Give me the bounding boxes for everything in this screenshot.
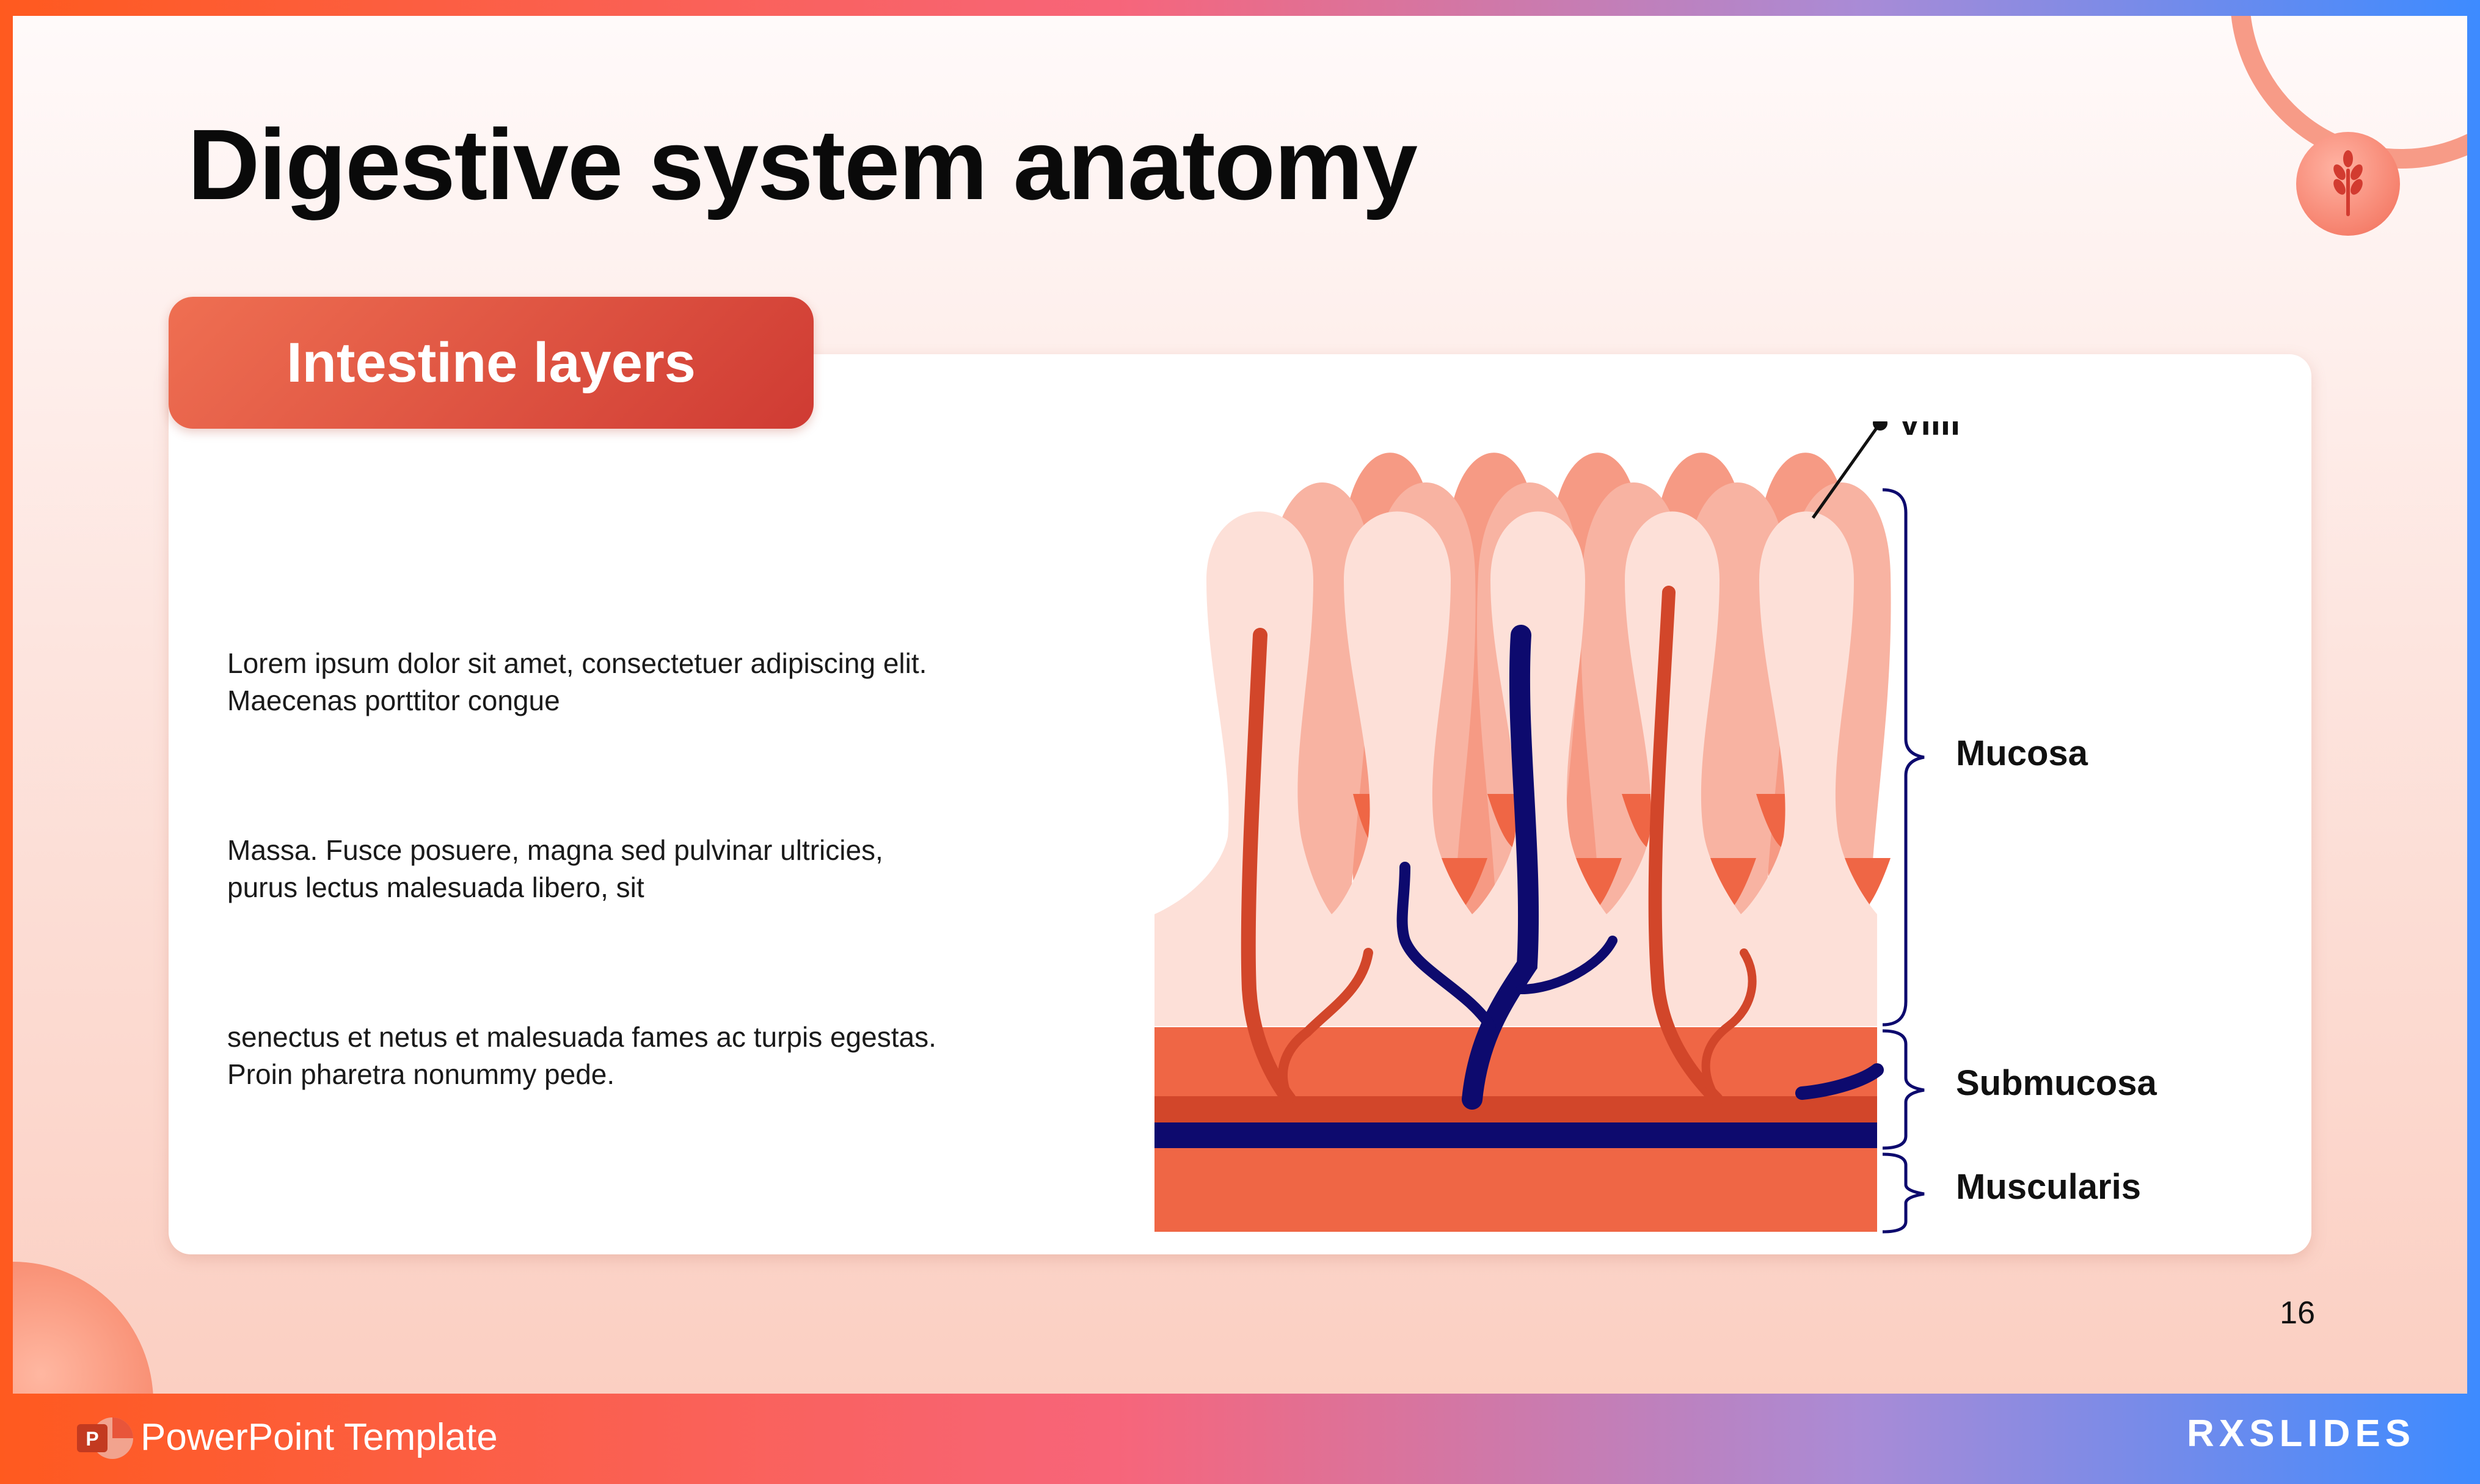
label-muscularis: Muscularis (1956, 1167, 2141, 1207)
intestine-layers-diagram: Villi Mucosa Submucosa Muscularis (1154, 421, 2157, 1234)
section-label-pill: Intestine layers (169, 297, 814, 429)
layer-brackets (1882, 488, 1925, 1234)
muscularis-layer (1154, 1148, 1877, 1232)
label-villi: Villi (1898, 421, 1960, 443)
villi-pointer-line (1811, 424, 1880, 519)
powerpoint-icon: P (77, 1417, 133, 1459)
paragraph-1: Lorem ipsum dolor sit amet, consectetuer… (227, 647, 927, 716)
veins (1396, 625, 1884, 1110)
paragraph-2: Massa. Fusce posuere, magna sed pulvinar… (227, 834, 883, 903)
wheat-icon (2296, 132, 2400, 236)
page-title: Digestive system anatomy (188, 109, 1418, 220)
page-number: 16 (2280, 1295, 2315, 1331)
footer-template-label: PowerPoint Template (140, 1416, 498, 1458)
villi-pointer-dot (1873, 421, 1887, 431)
arteries (1241, 586, 1757, 1107)
section-label: Intestine layers (286, 331, 696, 394)
label-mucosa: Mucosa (1956, 733, 2088, 773)
svg-text:P: P (86, 1428, 98, 1450)
submucosa-band (1154, 1096, 1877, 1126)
vein-band (1154, 1122, 1877, 1148)
paragraph-3: senectus et netus et malesuada fames ac … (227, 1021, 936, 1090)
brand-text: RXSLIDES (2187, 1413, 2416, 1455)
label-submucosa: Submucosa (1956, 1063, 2157, 1103)
brand-logo: RXSLIDES (2187, 1412, 2415, 1455)
decorative-blob (13, 1262, 153, 1394)
